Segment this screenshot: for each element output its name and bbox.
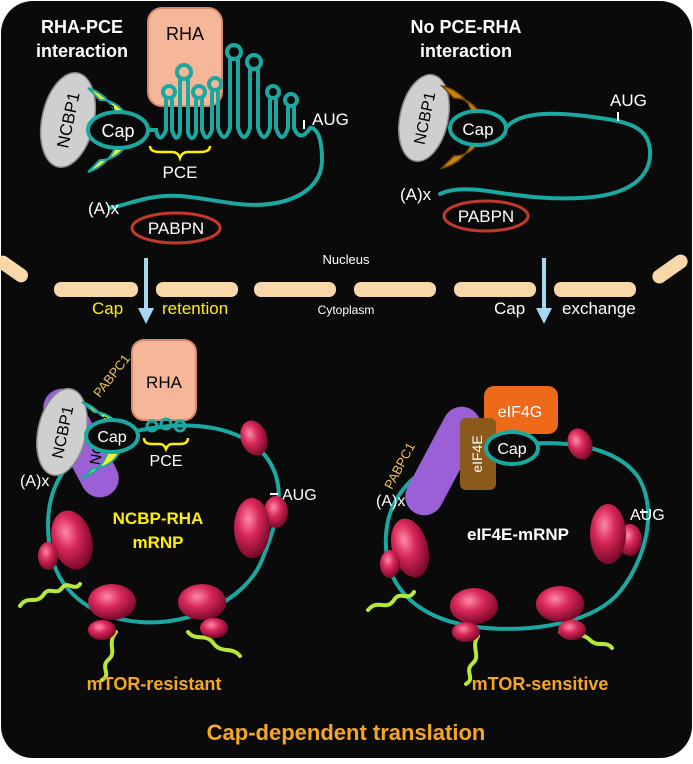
polya-label: (A)x xyxy=(88,199,120,218)
nucleus-label: Nucleus xyxy=(323,252,370,267)
mrnp-label-line2: mRNP xyxy=(132,533,183,552)
cap-label-bottom-right: Cap xyxy=(497,441,526,458)
envelope-segment xyxy=(554,282,636,297)
ribosome xyxy=(234,498,270,558)
ribosome xyxy=(558,620,586,640)
ribosome xyxy=(38,542,58,570)
cytoplasm-label: Cytoplasm xyxy=(318,303,375,317)
export-arrow-left xyxy=(138,258,154,324)
pce-label: PCE xyxy=(163,163,198,182)
nuclear-envelope: Nucleus Cytoplasm Cap retention Cap exch… xyxy=(0,252,688,324)
ribosome xyxy=(567,428,593,460)
ribosome xyxy=(88,584,136,620)
ncbp1-top-right xyxy=(398,73,450,163)
aug-label-right: AUG xyxy=(610,91,647,110)
bottom-left-panel: PABPC1 RHA NCBP1 NCBP3 Cap PCE (A)x AUG xyxy=(18,339,317,694)
ribosome xyxy=(452,622,480,642)
polya-label-bottom-right: (A)x xyxy=(376,493,405,510)
cap-retention-word1: Cap xyxy=(92,299,123,318)
polya-label-right: (A)x xyxy=(400,185,432,204)
nascent-peptides-left xyxy=(18,582,242,682)
eif4e-box xyxy=(460,418,496,490)
top-right-panel: No PCE-RHA interaction NCBP1 NCBP2 Cap A… xyxy=(398,17,653,233)
footer-title: Cap-dependent translation xyxy=(207,720,486,745)
ribosomes-right xyxy=(380,428,642,642)
rha-box xyxy=(147,7,223,107)
cap-label: Cap xyxy=(101,121,134,141)
mrnp-label-right: eIF4E-mRNP xyxy=(467,525,569,544)
ribosome xyxy=(390,518,430,578)
ribosome xyxy=(380,550,400,578)
ribosome xyxy=(178,584,226,620)
cap-exchange-word2: exchange xyxy=(562,299,636,318)
pabpn-ring-right xyxy=(442,199,530,233)
pabpn-ring xyxy=(130,211,222,245)
ribosome xyxy=(590,504,626,564)
mtor-resistant-label: mTOR-resistant xyxy=(87,674,222,694)
ribosome xyxy=(51,510,93,570)
ribosome xyxy=(200,618,228,638)
rha-label-bottom: RHA xyxy=(146,373,183,392)
envelope-segment xyxy=(354,282,436,297)
envelope-segment xyxy=(454,282,536,297)
pabpn-label-right: PABPN xyxy=(458,207,514,226)
mrnp-label-line1: NCBP-RHA xyxy=(113,509,204,528)
aug-label: AUG xyxy=(312,110,349,129)
eif4g-box xyxy=(484,386,558,434)
envelope-segment xyxy=(156,282,238,297)
cap-bottom-right xyxy=(484,430,540,466)
export-arrow-right xyxy=(536,258,552,324)
cap-label-bottom-left: Cap xyxy=(97,429,126,446)
pce-label-bottom: PCE xyxy=(150,453,183,470)
envelope-segment xyxy=(54,282,138,297)
mtor-sensitive-label: mTOR-sensitive xyxy=(472,674,609,694)
ribosome xyxy=(240,420,268,456)
aug-label-bottom-right: AUG xyxy=(630,507,665,524)
top-right-title-line2: interaction xyxy=(420,41,512,61)
envelope-segment xyxy=(652,254,688,284)
eif4e-label: eIF4E xyxy=(469,435,485,472)
ribosome xyxy=(450,588,498,624)
top-left-panel: RHA-PCE interaction RHA AUG NCBP1 NCBP3 … xyxy=(36,7,349,245)
top-right-title-line1: No PCE-RHA xyxy=(411,17,522,37)
ribosomes-left xyxy=(38,420,288,640)
envelope-segment xyxy=(254,282,336,297)
mrna-strand-top-right xyxy=(438,111,653,201)
ribosome xyxy=(264,496,288,528)
top-left-title-line1: RHA-PCE xyxy=(41,17,123,37)
pce-bracket-bottom xyxy=(142,437,190,453)
rha-label: RHA xyxy=(166,24,204,44)
polya-label-bottom-left: (A)x xyxy=(20,473,49,490)
envelope-segment xyxy=(0,255,29,283)
cap-bottom-left xyxy=(84,418,140,454)
stem-loop-heads xyxy=(161,43,299,108)
bottom-right-panel: PABPC1 eIF4G eIF4E Cap (A)x AUG xyxy=(366,386,665,694)
top-left-title-line2: interaction xyxy=(36,41,128,61)
ribosome xyxy=(88,620,116,640)
mrna-strand-top-left xyxy=(108,58,324,210)
cap-label-right: Cap xyxy=(462,120,493,139)
pabpn-label: PABPN xyxy=(148,219,204,238)
cap-exchange-word1: Cap xyxy=(494,299,525,318)
ribosome xyxy=(536,586,584,622)
cap-retention-word2: retention xyxy=(162,299,228,318)
eif4g-label: eIF4G xyxy=(498,404,542,421)
aug-label-bottom-left: AUG xyxy=(282,487,317,504)
pce-loops-bottom xyxy=(145,417,187,433)
pce-bracket xyxy=(148,145,212,162)
